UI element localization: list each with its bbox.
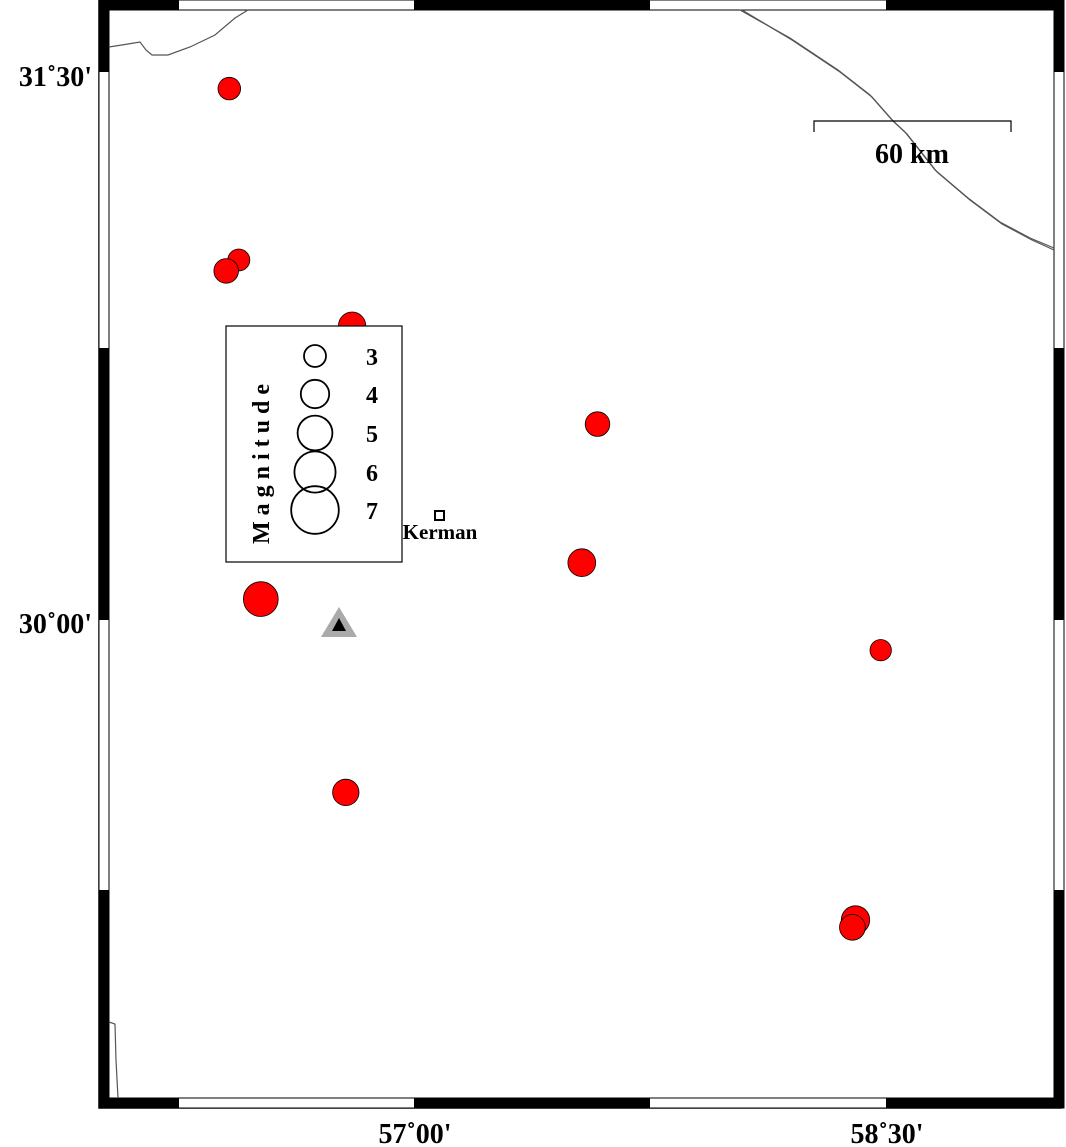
longitude-labels: 57˚00' 58˚30' [378, 1119, 923, 1147]
scale-bar: 60 km [813, 120, 1012, 170]
legend-symbol-5 [296, 414, 334, 452]
legend-label-6: 6 [366, 461, 378, 487]
legend-title: Magnitude [249, 378, 275, 544]
legend-label-3: 3 [366, 345, 378, 371]
legend-label-5: 5 [366, 422, 378, 448]
city-label-kerman: Kerman [403, 520, 478, 544]
earthquake-event-9 [332, 778, 360, 807]
earthquake-event-3 [213, 258, 239, 284]
earthquake-event-7 [242, 581, 279, 617]
legend-symbol-3 [303, 344, 327, 368]
earthquake-event-1 [217, 76, 242, 101]
earthquake-event-8 [869, 639, 892, 662]
legend-symbol-6 [293, 450, 337, 494]
magnitude-legend: Magnitude 3 4 5 6 7 [225, 325, 403, 563]
longitude-label-58-30: 58˚30' [850, 1119, 923, 1147]
earthquake-event-6 [567, 548, 597, 577]
boundary-lines [108, 9, 1055, 1099]
latitude-label-31-30: 31˚30' [19, 62, 92, 93]
latitude-label-30-00: 30˚00' [19, 609, 92, 640]
latitude-labels: 31˚30' 30˚00' [19, 62, 92, 640]
longitude-label-57-00: 57˚00' [378, 1119, 451, 1147]
city-marker: Kerman [403, 510, 478, 544]
legend-label-7: 7 [366, 499, 378, 525]
legend-label-4: 4 [366, 383, 378, 409]
earthquake-event-5 [584, 411, 611, 437]
station-marker [321, 607, 357, 637]
legend-symbol-7 [290, 485, 340, 535]
earthquake-event-11 [839, 913, 866, 941]
scale-bar-label: 60 km [875, 139, 949, 170]
legend-symbol-4 [299, 378, 331, 410]
